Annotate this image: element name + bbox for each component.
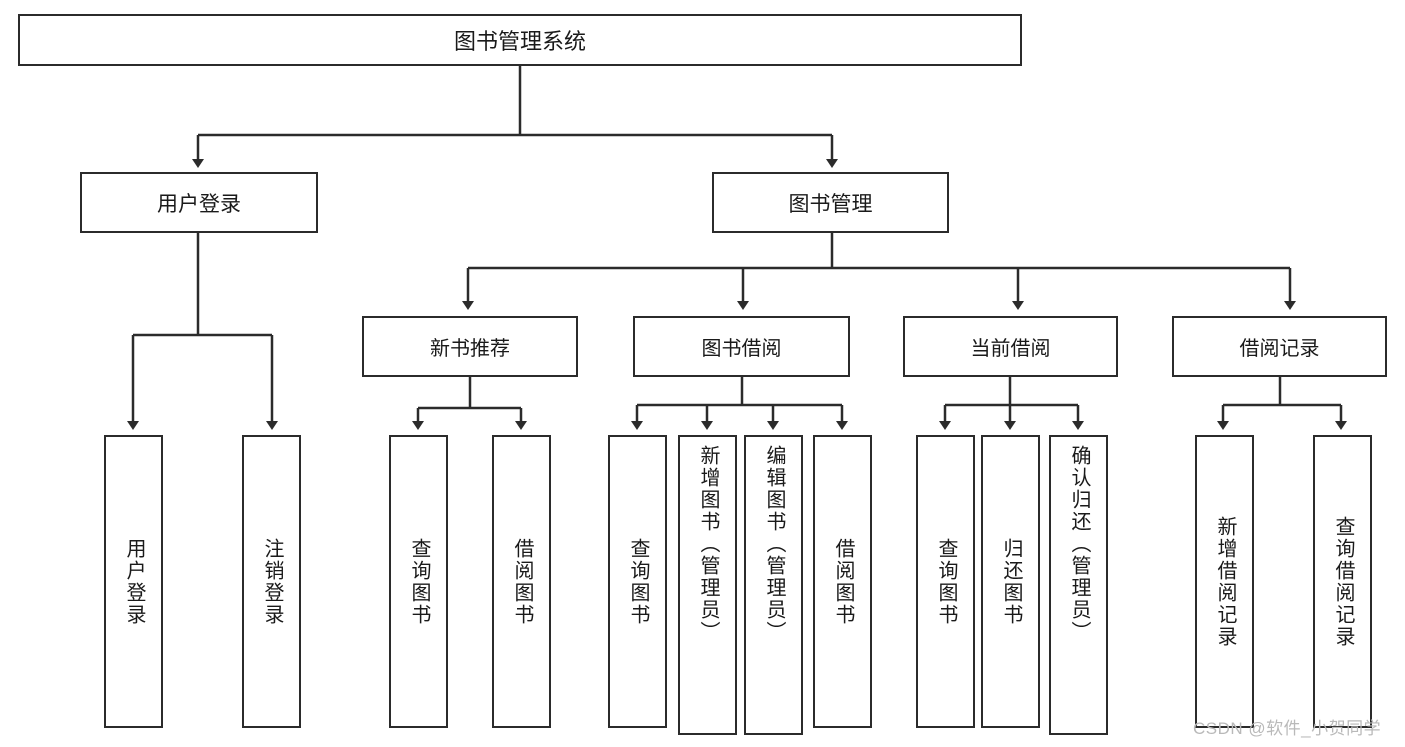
leaf-user-login[interactable]: 用户登录 — [104, 435, 163, 728]
leaf-borrow-book[interactable]: 借阅图书 — [813, 435, 872, 728]
node-borrow-record[interactable]: 借阅记录 — [1172, 316, 1387, 377]
leaf-add-borrow-record[interactable]: 新增借阅记录 — [1195, 435, 1254, 728]
node-book-management[interactable]: 图书管理 — [712, 172, 949, 233]
node-new-book-recommend[interactable]: 新书推荐 — [362, 316, 578, 377]
watermark: CSDN @软件_小贺同学 — [1193, 719, 1382, 738]
leaf-logout-login[interactable]: 注销登录 — [242, 435, 301, 728]
node-user-login[interactable]: 用户登录 — [80, 172, 318, 233]
leaf-query-book-borrow[interactable]: 查询图书 — [608, 435, 667, 728]
node-label: 图书管理系统 — [453, 29, 586, 54]
leaf-label: 用户登录 — [123, 537, 145, 626]
node-label: 借阅记录 — [1239, 338, 1320, 360]
leaf-edit-book-admin[interactable]: 编辑图书（管理员） — [744, 435, 803, 735]
node-book-borrow[interactable]: 图书借阅 — [633, 316, 850, 377]
leaf-label: 查询借阅记录 — [1332, 515, 1354, 648]
leaf-query-borrow-record[interactable]: 查询借阅记录 — [1313, 435, 1372, 728]
leaf-label: 查询图书 — [935, 537, 957, 626]
leaf-label: 查询图书 — [627, 537, 649, 626]
leaf-label: 新增图书（管理员） — [697, 445, 719, 643]
leaf-label: 归还图书 — [1000, 537, 1022, 626]
node-label: 图书管理 — [788, 192, 873, 216]
leaf-label: 编辑图书（管理员） — [763, 445, 785, 643]
node-root-system[interactable]: 图书管理系统 — [18, 14, 1022, 66]
leaf-return-book[interactable]: 归还图书 — [981, 435, 1040, 728]
node-label: 新书推荐 — [430, 338, 510, 360]
leaf-query-book-current[interactable]: 查询图书 — [916, 435, 975, 728]
leaf-borrow-book-recommend[interactable]: 借阅图书 — [492, 435, 551, 728]
node-label: 用户登录 — [157, 192, 241, 216]
leaf-label: 借阅图书 — [832, 537, 854, 626]
leaf-label: 确认归还（管理员） — [1068, 445, 1090, 643]
leaf-label: 查询图书 — [408, 537, 430, 626]
node-label: 图书借阅 — [701, 338, 782, 360]
leaf-label: 借阅图书 — [511, 537, 533, 626]
node-current-borrow[interactable]: 当前借阅 — [903, 316, 1118, 377]
node-label: 当前借阅 — [970, 338, 1051, 360]
leaf-label: 注销登录 — [261, 537, 283, 626]
leaf-add-book-admin[interactable]: 新增图书（管理员） — [678, 435, 737, 735]
leaf-query-book-recommend[interactable]: 查询图书 — [389, 435, 448, 728]
leaf-confirm-return-admin[interactable]: 确认归还（管理员） — [1049, 435, 1108, 735]
leaf-label: 新增借阅记录 — [1214, 515, 1236, 648]
